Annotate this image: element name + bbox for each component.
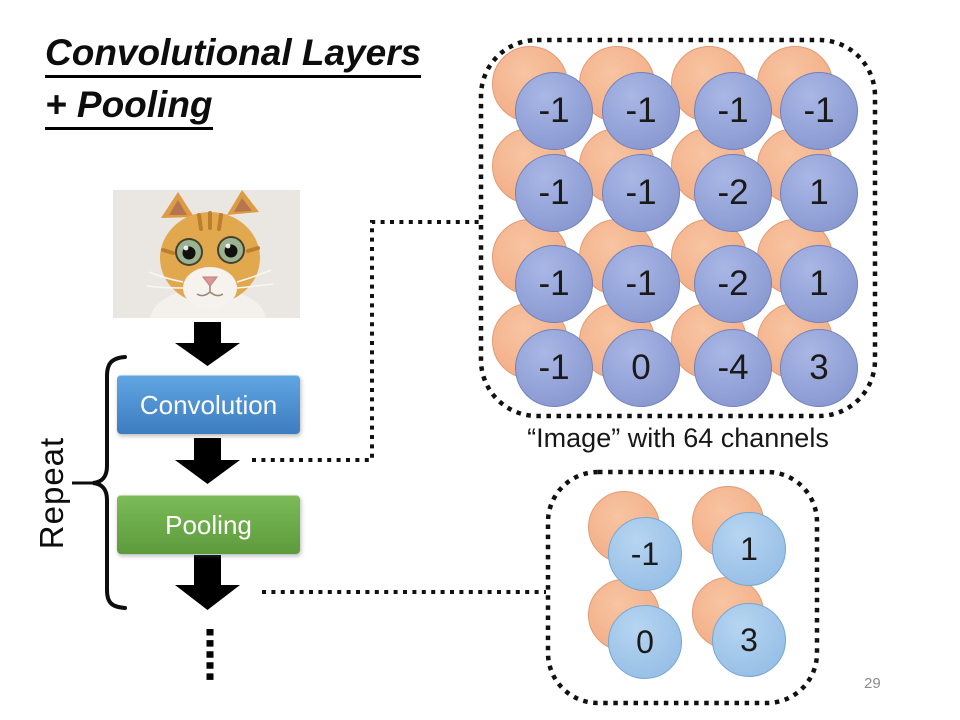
pooled-value: -1 [608, 517, 682, 591]
pooled-value: 1 [712, 512, 786, 586]
slide-title: Convolutional Layers + Pooling [45, 34, 422, 130]
arrow-pooling-to-next [175, 555, 240, 610]
kitten-illustration [113, 190, 300, 352]
channel-value: 1 [780, 245, 858, 323]
channel-value: -2 [694, 245, 772, 323]
channel-value: -1 [515, 72, 593, 150]
cat-image [113, 190, 300, 352]
pooling-box: Pooling [117, 495, 300, 554]
channel-value: -2 [694, 154, 772, 232]
channel-value: 3 [780, 329, 858, 407]
channel-value: -1 [602, 245, 680, 323]
pooled-value: 0 [608, 605, 682, 679]
channel-value: 0 [602, 329, 680, 407]
arrow-convolution-to-pooling [175, 438, 240, 484]
title-line-1: Convolutional Layers [45, 34, 422, 78]
arrow-image-to-convolution [175, 322, 240, 366]
convolution-box: Convolution [117, 375, 300, 434]
channels-caption: “Image” with 64 channels [527, 423, 829, 453]
channel-value: -1 [515, 154, 593, 232]
pooled-value: 3 [712, 603, 786, 677]
channel-value: -1 [515, 245, 593, 323]
channel-value: -1 [515, 329, 593, 407]
repeat-label: Repeat [33, 436, 70, 550]
channel-value: -1 [602, 154, 680, 232]
channel-value: 1 [780, 154, 858, 232]
channel-value: -4 [694, 329, 772, 407]
channel-value: -1 [694, 72, 772, 150]
channel-value: -1 [602, 72, 680, 150]
title-line-2: + Pooling [45, 86, 213, 130]
convolution-label: Convolution [139, 389, 278, 420]
dotted-box-pooled [545, 469, 820, 706]
channel-value: -1 [780, 72, 858, 150]
pooling-label: Pooling [165, 509, 252, 540]
page-number: 29 [864, 675, 881, 692]
